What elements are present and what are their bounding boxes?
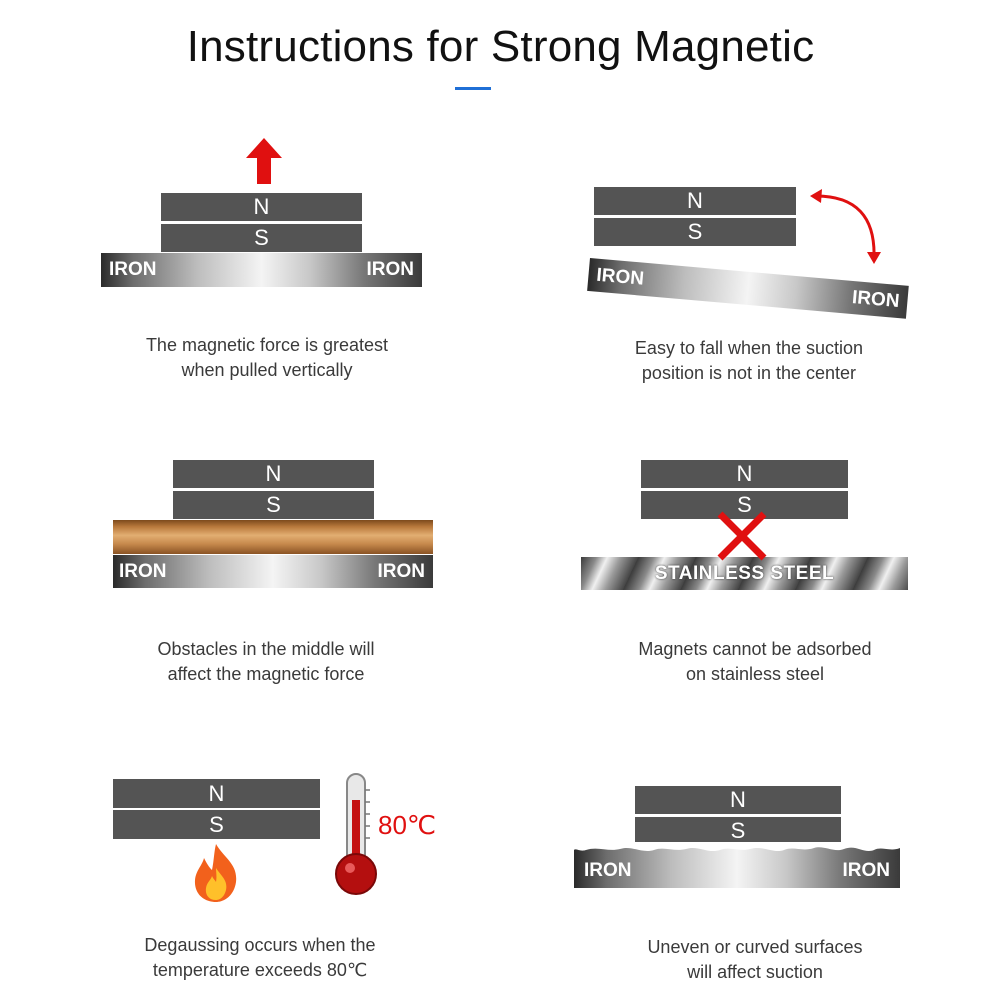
iron-label-right: IRON — [377, 560, 426, 582]
flame-icon — [194, 844, 237, 902]
stainless-steel-label: STAINLESS STEEL — [654, 562, 835, 584]
temperature-label: 80℃ — [378, 810, 437, 840]
page-title: Instructions for Strong Magnetic — [186, 22, 815, 71]
stainless-steel-plate: STAINLESS STEEL — [581, 557, 908, 590]
magnet-north: N — [594, 187, 796, 215]
up-arrow-icon — [246, 138, 282, 184]
caption-off-center: Easy to fall when the suction position i… — [634, 338, 864, 383]
cross-icon — [717, 511, 767, 561]
wood-obstacle — [113, 520, 433, 554]
magnet-north: N — [161, 193, 362, 221]
iron-label-right: IRON — [851, 286, 901, 312]
curved-arrow-icon — [810, 189, 881, 264]
title-underline — [455, 87, 491, 90]
iron-label-left: IRON — [595, 264, 645, 290]
iron-label-left: IRON — [584, 859, 632, 881]
iron-plate-tilted: IRON IRON — [587, 258, 909, 319]
iron-label-left: IRON — [109, 259, 157, 280]
magnet-north: N — [113, 779, 320, 808]
caption-obstacle: Obstacles in the middle will affect the … — [157, 639, 375, 684]
magnet-south: S — [113, 810, 320, 839]
magnet-south: S — [594, 218, 796, 246]
thermometer-icon — [335, 773, 377, 895]
uneven-iron-plate: IRON IRON — [574, 845, 900, 888]
magnet-south: S — [173, 491, 374, 519]
iron-label-right: IRON — [366, 259, 415, 280]
uneven-surface-edge — [574, 842, 900, 852]
caption-temperature: Degaussing occurs when the temperature e… — [144, 935, 376, 980]
caption-uneven: Uneven or curved surfaces will affect su… — [647, 937, 863, 982]
caption-vertical-pull: The magnetic force is greatest when pull… — [145, 335, 389, 380]
magnet-north: N — [641, 460, 848, 488]
magnet-south: S — [635, 817, 841, 845]
iron-label-right: IRON — [842, 859, 891, 881]
iron-plate: IRON IRON — [101, 253, 422, 287]
magnet-north: N — [173, 460, 374, 488]
magnet-south: S — [161, 224, 362, 252]
iron-plate: IRON IRON — [113, 555, 433, 588]
iron-label-left: IRON — [119, 560, 167, 582]
magnet-north: N — [635, 786, 841, 814]
magnet-south: S — [641, 491, 848, 519]
caption-stainless: Magnets cannot be adsorbed on stainless … — [638, 639, 872, 684]
